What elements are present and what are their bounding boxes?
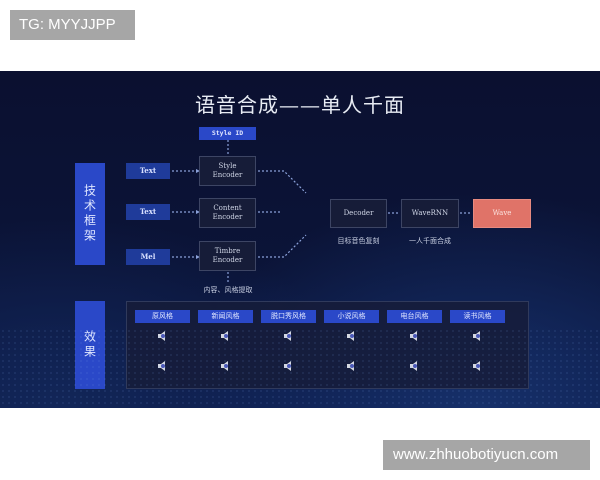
timbre-encoder-line1: Timbre (214, 247, 241, 255)
style-encoder-line1: Style (218, 162, 237, 170)
speaker-icon[interactable] (157, 330, 169, 342)
speaker-icon[interactable] (472, 360, 484, 372)
watermark-top-left: TG: MYYJJPP (10, 10, 135, 40)
effects-label: 效果 (75, 301, 105, 389)
encoder-caption: 内容、风格提取 (203, 286, 253, 294)
speaker-icon[interactable] (346, 330, 358, 342)
input-text-1: Text (126, 163, 170, 179)
speaker-icon[interactable] (409, 360, 421, 372)
slide: 语音合成——单人千面 技术框架 效果 Style ID Text Text Me… (0, 71, 600, 408)
timbre-encoder-line2: Encoder (212, 256, 243, 264)
style-tag-reading: 读书风格 (450, 310, 505, 323)
style-tag-news: 新闻风格 (198, 310, 253, 323)
speaker-icon[interactable] (220, 360, 232, 372)
speaker-icon[interactable] (472, 330, 484, 342)
style-tag-original: 原风格 (135, 310, 190, 323)
style-tag-radio: 电台风格 (387, 310, 442, 323)
wave-output-node: Wave (473, 199, 531, 228)
wavernn-caption: 一人千面合成 (409, 237, 451, 245)
speaker-icon[interactable] (409, 330, 421, 342)
input-mel: Mel (126, 249, 170, 265)
speaker-icon[interactable] (220, 330, 232, 342)
input-text-2: Text (126, 204, 170, 220)
style-tag-novel: 小说风格 (324, 310, 379, 323)
decoder-caption: 目标音色复刻 (337, 237, 380, 245)
content-encoder-line1: Content (213, 204, 242, 212)
watermark-bottom-right: www.zhhuobotiyucn.com (383, 440, 590, 470)
style-encoder-line2: Encoder (212, 171, 243, 179)
decoder-node: Decoder (330, 199, 387, 228)
speaker-icon[interactable] (346, 360, 358, 372)
style-tag-talkshow: 脱口秀风格 (261, 310, 316, 323)
content-encoder-line2: Encoder (212, 213, 243, 221)
speaker-icon[interactable] (157, 360, 169, 372)
speaker-icon[interactable] (283, 360, 295, 372)
slide-title: 语音合成——单人千面 (195, 93, 405, 117)
speaker-icon[interactable] (283, 330, 295, 342)
wavernn-node: WaveRNN (401, 199, 459, 228)
style-id-input: Style ID (199, 127, 256, 140)
effects-panel: 原风格 新闻风格 脱口秀风格 小说风格 电台风格 读书风格 (126, 301, 529, 389)
connector-lines (172, 140, 472, 284)
framework-label: 技术框架 (75, 163, 105, 265)
